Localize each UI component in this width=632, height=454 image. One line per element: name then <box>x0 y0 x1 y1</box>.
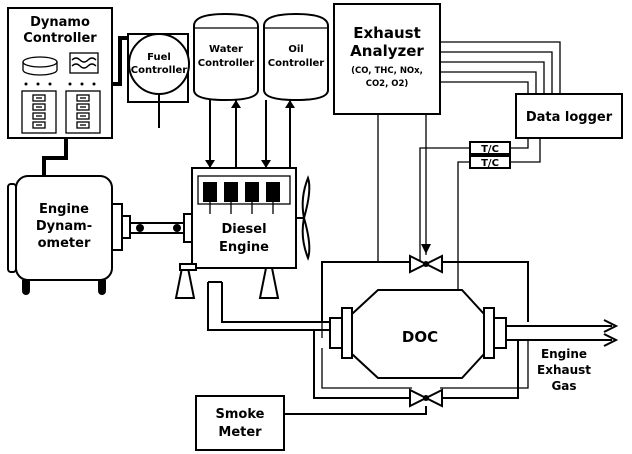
engine-dyno-label-1: Engine <box>39 202 89 217</box>
smoke-meter-label-2: Meter <box>218 425 262 440</box>
doc-label: DOC <box>402 328 438 346</box>
exhaust-analyzer-label-2: Analyzer <box>350 42 424 60</box>
diesel-engine-label-1: Diesel <box>221 222 266 237</box>
tc-probe-downstream <box>457 161 470 330</box>
engine-dyno-label-3: ometer <box>38 236 91 251</box>
knob-row <box>24 82 96 86</box>
engine-dynamometer: Engine Dynam- ometer <box>7 175 131 295</box>
exhaust-gas-label-3: Gas <box>551 379 576 393</box>
control-cable <box>112 36 128 86</box>
control-panel-right <box>65 90 101 134</box>
smoke-meter-label-1: Smoke <box>216 407 265 422</box>
engine-mount-left <box>174 267 196 299</box>
exhaust-analyzer-label-3: (CO, THC, NOx, <box>351 66 423 76</box>
data-logger-label: Data logger <box>526 110 613 125</box>
engine-mount-right <box>258 267 280 299</box>
smoke-meter-line <box>284 406 427 415</box>
diesel-engine-label-2: Engine <box>219 240 269 255</box>
diesel-engine: Diesel Engine <box>174 167 311 299</box>
tc-label-1: T/C <box>481 144 499 155</box>
fuel-controller: Fuel Controller <box>127 33 190 103</box>
engine-dyno-label-2: Dynam- <box>36 219 92 234</box>
sample-arrow <box>421 244 431 254</box>
tc-probe-upstream <box>419 147 470 262</box>
lower-sample-pipe-left <box>313 330 412 399</box>
thermocouple-block: T/C T/C <box>469 138 541 169</box>
disk-icon <box>22 56 58 76</box>
analyzer-logger-line-2 <box>440 51 553 94</box>
smoke-sample-valve <box>409 388 443 408</box>
water-controller-label-2: Controller <box>198 58 255 69</box>
analyzer-logger-line-5 <box>440 81 529 94</box>
exhaust-gas-label-1: Engine <box>541 347 587 361</box>
exhaust-pipe-engine-wall <box>221 282 330 323</box>
waveform-icon <box>69 52 99 74</box>
exhaust-analyzer-label-1: Exhaust <box>353 24 421 42</box>
smoke-meter: Smoke Meter <box>195 395 285 451</box>
dynamo-controller-label-1: Dynamo <box>30 15 90 30</box>
analyzer-logger-line-3 <box>440 61 545 94</box>
control-panel-left <box>21 90 57 134</box>
drive-shaft <box>129 213 193 243</box>
oil-controller-label-1: Oil <box>288 44 303 55</box>
analyzer-logger-line-4 <box>440 71 537 94</box>
water-controller: Water Controller <box>193 12 259 102</box>
fuel-controller-label-2: Controller <box>131 65 188 76</box>
exhaust-pipe-engine <box>207 282 330 331</box>
cooling-fan-icon <box>296 175 311 261</box>
upstream-sample-valve <box>409 254 443 274</box>
dynamo-controller: Dynamo Controller <box>7 7 113 139</box>
analyzer-logger-line-1 <box>440 41 561 94</box>
downstream-sample-pipe-top <box>440 261 529 322</box>
oil-controller: Oil Controller <box>263 12 329 102</box>
doc-catalyst: DOC <box>329 289 507 379</box>
tc-label-2: T/C <box>481 158 499 169</box>
exhaust-analyzer-label-4: CO2, O2) <box>366 79 409 89</box>
exhaust-gas-label-2: Exhaust <box>537 363 591 377</box>
dynamo-controller-label-2: Controller <box>23 31 97 46</box>
water-controller-label-1: Water <box>209 44 243 55</box>
oil-controller-label-2: Controller <box>268 58 325 69</box>
exhaust-analyzer: Exhaust Analyzer (CO, THC, NOx, CO2, O2) <box>333 3 441 115</box>
fuel-controller-label-1: Fuel <box>147 52 171 63</box>
dyno-cable <box>42 138 68 176</box>
data-logger: Data logger <box>515 93 623 139</box>
lower-sample-pipe-right <box>440 340 519 399</box>
